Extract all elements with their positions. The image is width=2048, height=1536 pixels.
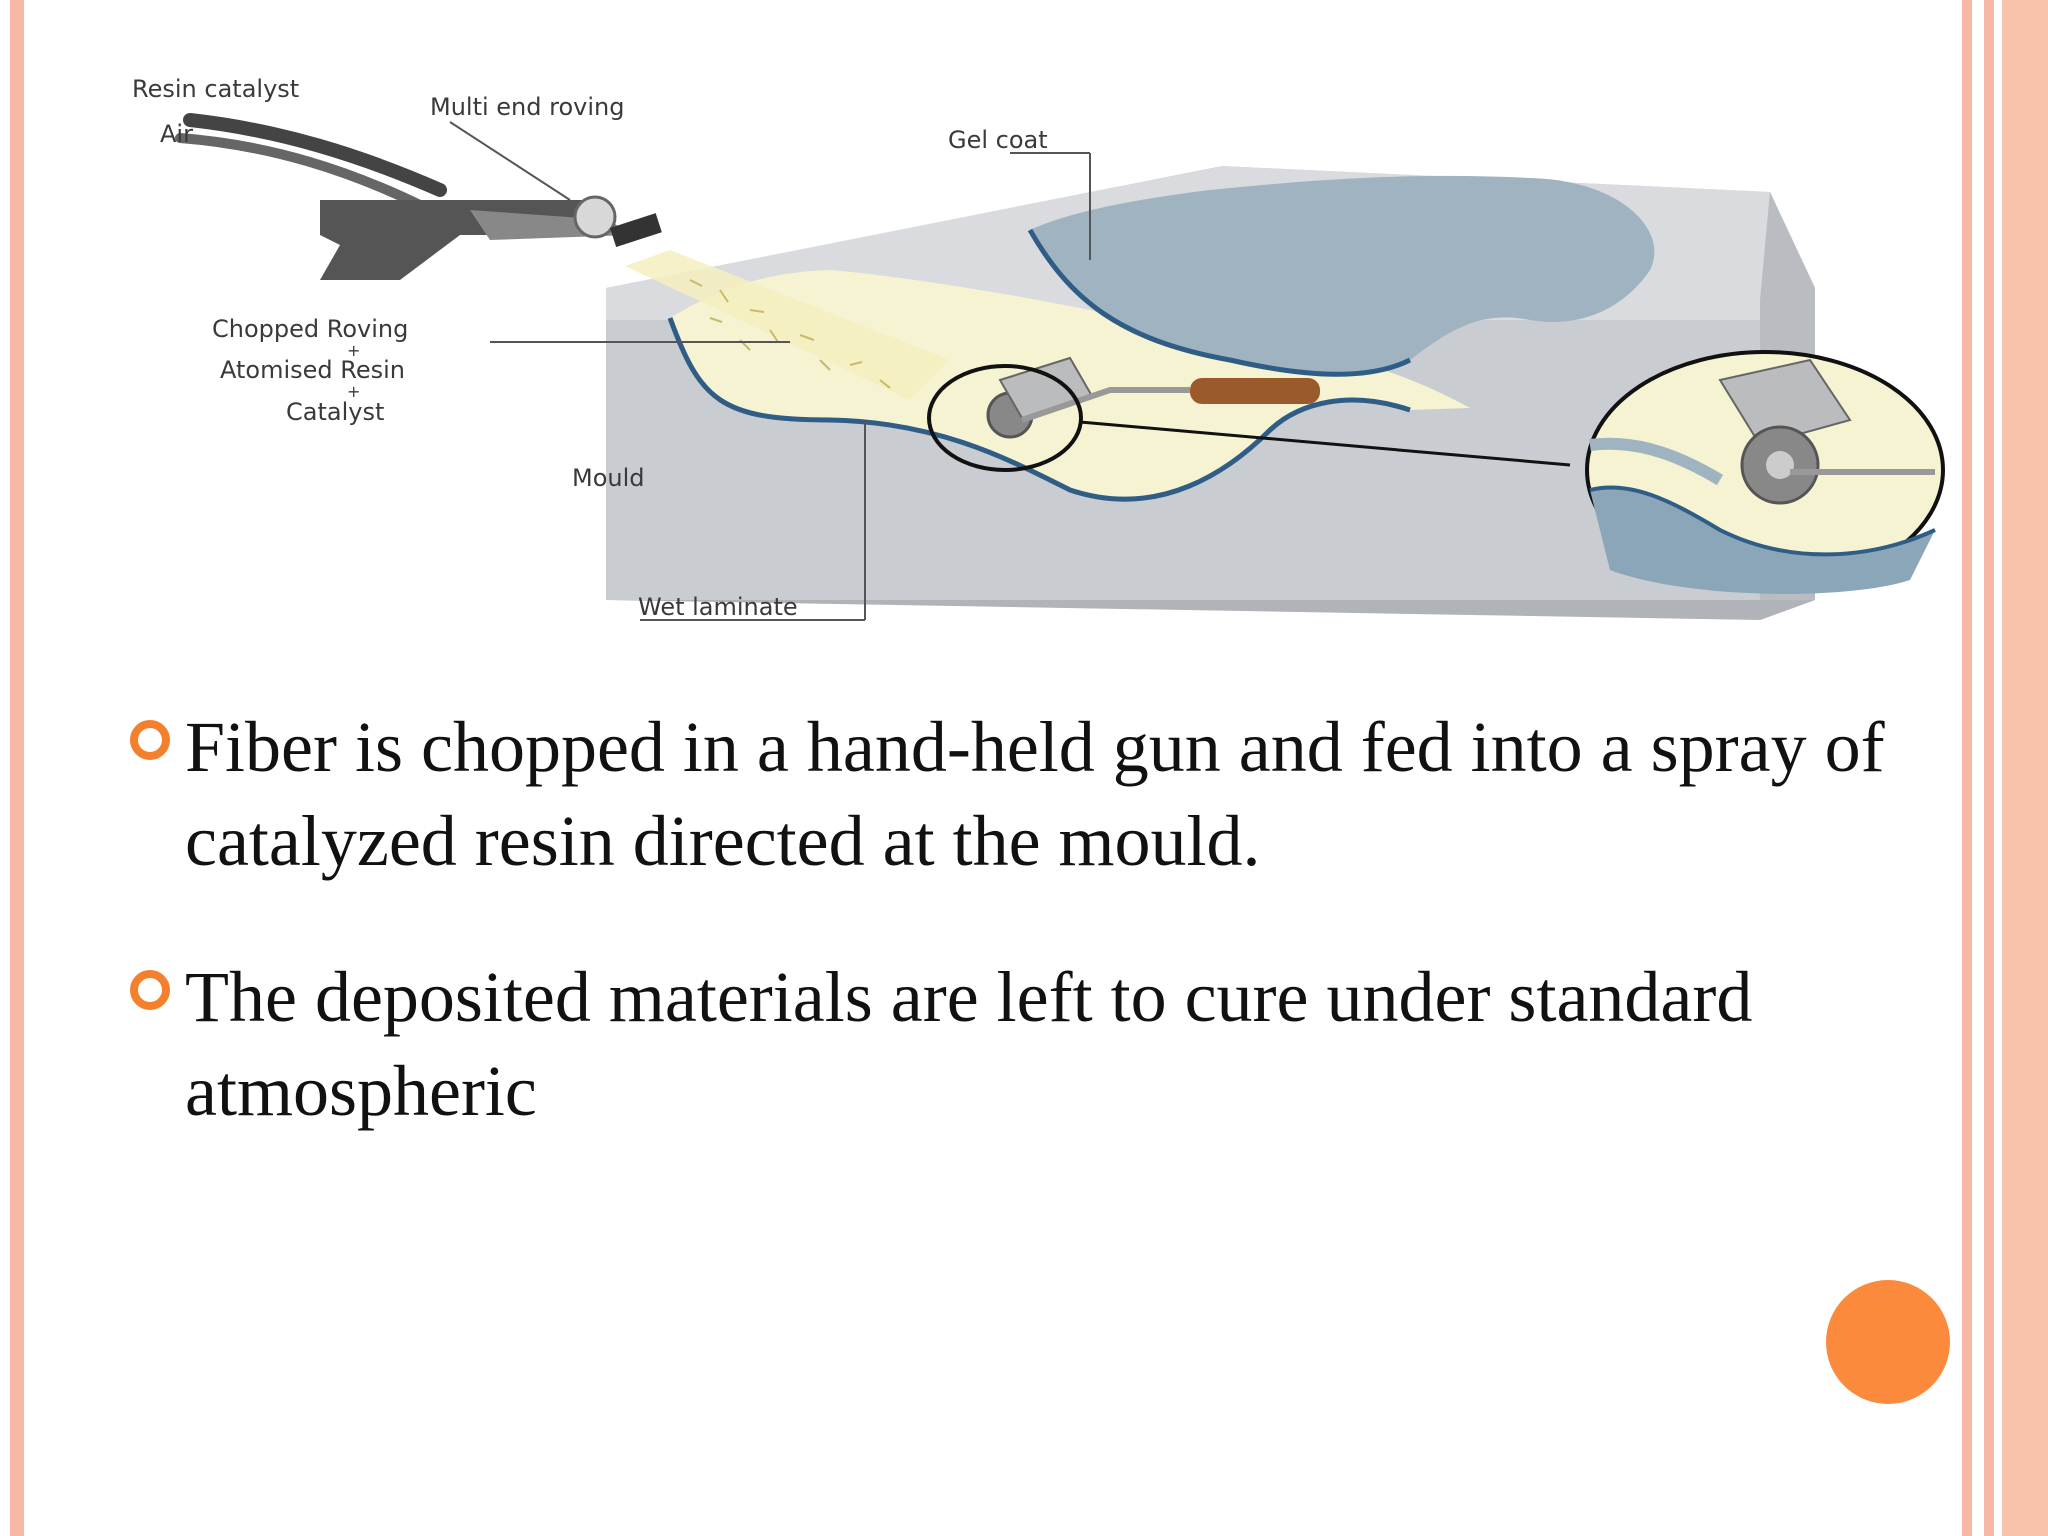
slide-border-right-band [2002,0,2048,1536]
bullet-item: Fiber is chopped in a hand-held gun and … [130,700,1930,888]
bullet-ring-icon [130,970,170,1010]
spray-up-diagram: Resin catalyst Air Multi end roving Gel … [132,75,1945,621]
label-plus: + [347,341,360,360]
spray-cone [625,250,950,400]
slide-border-right-stripe [1962,0,1972,1536]
slide-border-left [10,0,24,1536]
label-atomised-resin: Atomised Resin [220,356,405,384]
bullet-ring-icon [130,720,170,760]
slide-border-right-stripe [1984,0,1994,1536]
decorative-accent-circle [1826,1280,1950,1404]
label-catalyst: Catalyst [286,398,384,426]
label-plus: + [347,382,360,401]
leader-lines [449,121,1091,621]
bullet-list: Fiber is chopped in a hand-held gun and … [130,700,1930,1200]
label-mould: Mould [572,464,645,492]
roller-icon [986,356,1320,439]
label-chopped-roving: Chopped Roving [212,315,408,343]
bullet-item: The deposited materials are left to cure… [130,950,1930,1138]
label-multi-end-roving: Multi end roving [430,93,624,121]
label-gel-coat: Gel coat [948,126,1048,154]
magnifier-icon [927,350,1945,594]
gel-coat-layer [1027,175,1655,377]
label-wet-laminate: Wet laminate [638,593,798,621]
bullet-text: Fiber is chopped in a hand-held gun and … [185,707,1885,881]
label-resin-catalyst: Resin catalyst [132,75,299,103]
spray-gun-icon [175,113,662,280]
label-air: Air [160,120,193,148]
bullet-text: The deposited materials are left to cure… [185,957,1753,1131]
